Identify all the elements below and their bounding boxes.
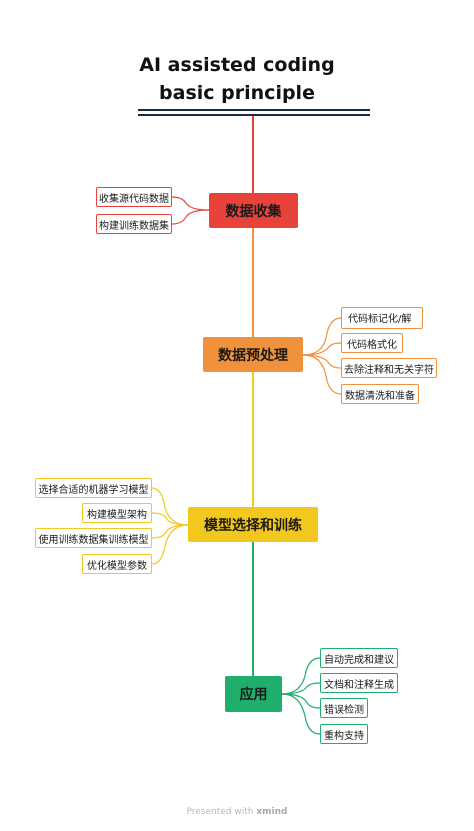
subtopic-data-cleaning[interactable]: 数据清洗和准备 (341, 384, 419, 404)
subtopic-collect-source-code[interactable]: 收集源代码数据 (96, 187, 172, 207)
connectors-model-training (151, 487, 189, 565)
subtopic-code-formatting[interactable]: 代码格式化 (341, 333, 403, 353)
title-line-1: AI assisted coding (139, 54, 335, 76)
subtopic-optimize-parameters[interactable]: 优化模型参数 (82, 554, 152, 574)
subtopic-refactoring-support[interactable]: 重构支持 (320, 724, 368, 744)
connectors-data-collection (171, 196, 210, 225)
subtopic-doc-generation[interactable]: 文档和注释生成 (320, 673, 398, 693)
topic-application[interactable]: 应用 (225, 676, 282, 712)
title-underline-bottom (138, 114, 370, 116)
subtopic-remove-comments[interactable]: 去除注释和无关字符 (341, 358, 437, 378)
title-underline-top (138, 109, 370, 111)
subtopic-build-training-dataset[interactable]: 构建训练数据集 (96, 214, 172, 234)
subtopic-error-detection[interactable]: 错误检测 (320, 698, 368, 718)
topic-model-selection-training[interactable]: 模型选择和训练 (188, 507, 318, 542)
footer-brand: xmind (256, 807, 288, 817)
title-line-2: basic principle (159, 82, 315, 104)
footer-attribution: Presented with xmind (0, 807, 474, 817)
connectors-application (281, 657, 321, 735)
topic-data-collection[interactable]: 数据收集 (209, 193, 298, 228)
subtopic-build-model-architecture[interactable]: 构建模型架构 (82, 503, 152, 523)
subtopic-auto-completion[interactable]: 自动完成和建议 (320, 648, 398, 668)
subtopic-select-ml-model[interactable]: 选择合适的机器学习模型 (35, 478, 152, 498)
topic-data-preprocessing[interactable]: 数据预处理 (203, 337, 303, 372)
footer-prefix: Presented with (186, 807, 254, 817)
subtopic-code-tokenization[interactable]: 代码标记化/解析 (341, 307, 423, 329)
subtopic-train-with-dataset[interactable]: 使用训练数据集训练模型 (35, 528, 152, 548)
connectors-preprocessing (302, 317, 342, 395)
